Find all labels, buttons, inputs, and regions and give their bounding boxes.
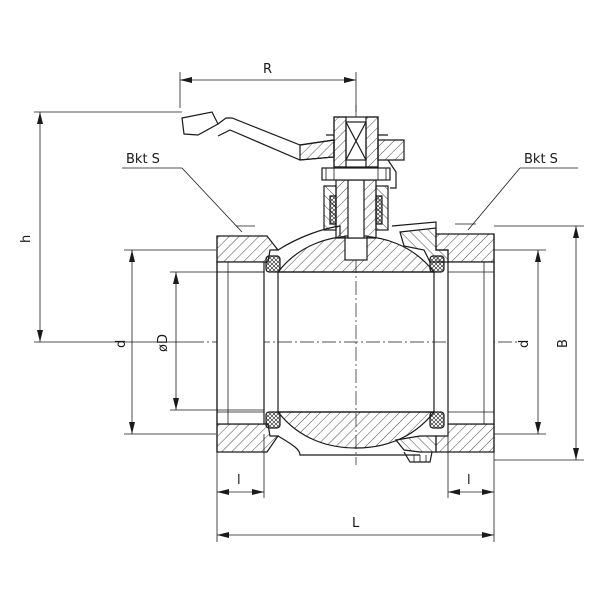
seal-left-top (265, 255, 281, 273)
label-d-right: d (517, 340, 532, 348)
seal-right-bottom (429, 411, 445, 429)
left-end-connector (216, 235, 280, 453)
dimension-phiD: øD (156, 271, 264, 411)
valve-body-lower (277, 435, 437, 463)
label-R: R (263, 62, 272, 77)
label-phiD: øD (156, 334, 171, 352)
dimension-l-left: l (216, 434, 265, 498)
valve-stem (321, 167, 391, 261)
valve-handle (181, 111, 405, 189)
dimension-B: B (494, 225, 584, 461)
label-d-left: d (114, 340, 129, 348)
label-L: L (352, 516, 360, 531)
bkt-right-leader (467, 167, 521, 231)
dimension-h: h (19, 111, 190, 343)
stem-nut (326, 116, 388, 168)
seal-left-bottom (265, 411, 281, 429)
label-l-left: l (237, 473, 241, 488)
dimension-l-right: l (447, 434, 495, 498)
label-B: B (556, 339, 571, 348)
dimension-R: R (179, 62, 357, 112)
bkt-left-leader (181, 167, 243, 233)
seal-right-top (429, 255, 445, 273)
dimension-L: L (216, 498, 495, 542)
dimension-d-left: d (114, 249, 216, 435)
right-end-connector (435, 233, 495, 453)
dimension-d-right: d (494, 249, 546, 435)
label-h: h (19, 235, 34, 243)
bkt-right-label: Bkt S (524, 152, 558, 167)
bkt-left-label: Bkt S (126, 152, 160, 167)
label-l-right: l (467, 473, 471, 488)
